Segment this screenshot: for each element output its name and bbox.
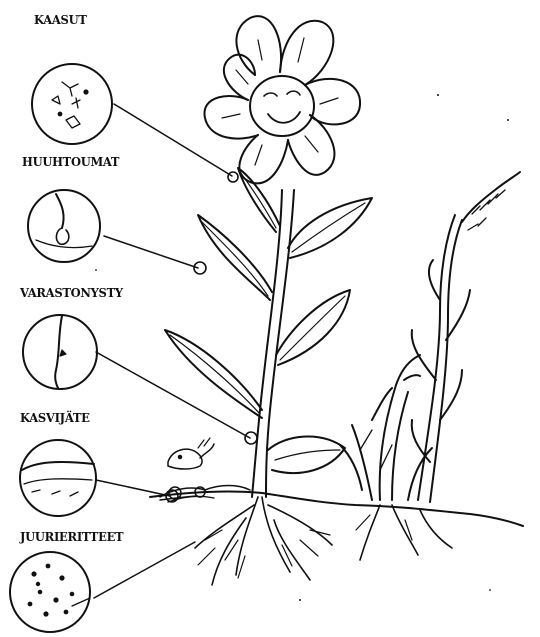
callout-circle-kaasut xyxy=(32,64,112,144)
grass-stalks xyxy=(340,172,520,502)
callout-circle-varastonysty xyxy=(23,315,97,389)
main-stem xyxy=(252,190,294,497)
callout-circle-huuhtoumat xyxy=(28,190,100,262)
label-huuhtoumat: HUUHTOUMAT xyxy=(22,154,119,169)
callout-circle-kasvijate xyxy=(20,440,96,516)
label-juurieritteet: JUURIERITTEET xyxy=(20,529,123,544)
label-varastonysty: VARASTONYSTY xyxy=(20,285,123,300)
roots xyxy=(195,497,452,585)
mouse-icon xyxy=(168,438,214,469)
label-kasvijate: KASVIJÄTE xyxy=(20,410,90,425)
label-kaasut: KAASUT xyxy=(34,12,87,27)
flower-head xyxy=(204,16,360,183)
callout-circle-juurieritteet xyxy=(10,552,90,632)
